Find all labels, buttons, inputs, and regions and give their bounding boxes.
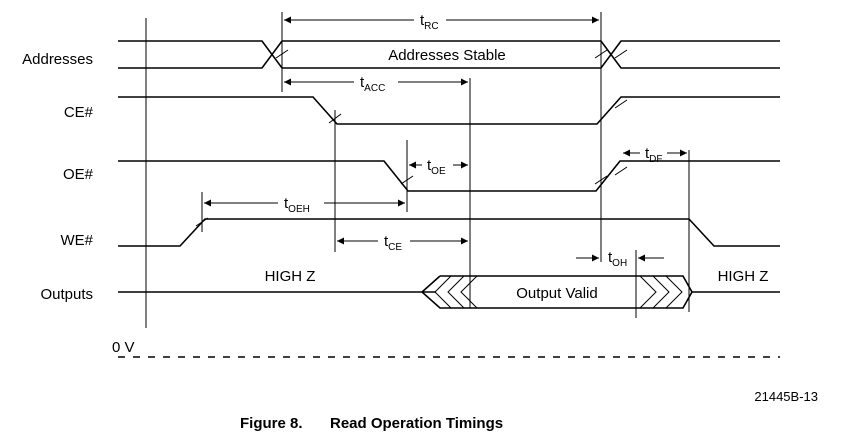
signal-label-oe: OE# xyxy=(63,166,94,183)
tce-label: tCE xyxy=(384,233,402,253)
ce-waveform xyxy=(118,96,780,125)
toh-label: tOH xyxy=(608,249,627,269)
signal-label-ce: CE# xyxy=(64,104,94,121)
outputs-waveform xyxy=(118,275,780,309)
high-z-right-label: HIGH Z xyxy=(718,268,769,285)
addresses-stable-label: Addresses Stable xyxy=(388,47,506,64)
output-valid-label: Output Valid xyxy=(516,285,597,302)
edge-tick-marks xyxy=(195,49,628,227)
signal-label-outputs: Outputs xyxy=(40,286,93,303)
figure-title: Read Operation Timings xyxy=(330,415,503,432)
zero-volt-label: 0 V xyxy=(112,339,135,356)
figure-number: Figure 8. xyxy=(240,415,303,432)
toeh-label: tOEH xyxy=(284,195,310,215)
we-waveform xyxy=(118,218,780,247)
signal-label-we: WE# xyxy=(60,232,93,249)
oe-waveform xyxy=(118,160,780,192)
toe-label: tOE xyxy=(427,157,446,177)
addresses-waveform xyxy=(118,40,780,69)
tdf-label: tDF xyxy=(645,145,663,165)
trc-label: tRC xyxy=(420,12,439,32)
tacc-label: tACC xyxy=(360,74,385,94)
signal-label-addresses: Addresses xyxy=(22,51,93,68)
figure-id: 21445B-13 xyxy=(754,389,818,404)
high-z-left-label: HIGH Z xyxy=(265,268,316,285)
